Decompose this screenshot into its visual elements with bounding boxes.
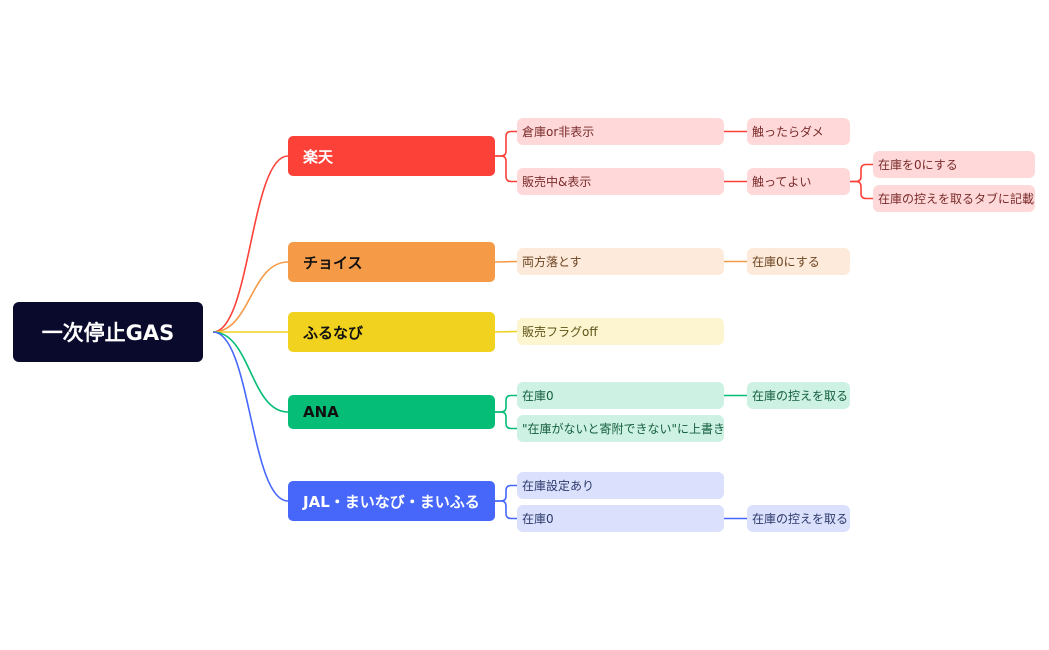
grandchild-node[interactable]: 在庫の控えを取る <box>747 382 850 409</box>
grandchild-node[interactable]: 触ったらダメ <box>747 118 850 145</box>
child-node[interactable]: 両方落とす <box>517 248 724 275</box>
great-grandchild-node[interactable]: 在庫を0にする <box>873 151 1035 178</box>
connector-line <box>495 484 517 502</box>
great-grandchild-node[interactable]: 在庫の控えを取るタブに記載 <box>873 185 1035 212</box>
child-node[interactable]: 倉庫or非表示 <box>517 118 724 145</box>
connector-line <box>495 155 517 183</box>
child-node[interactable]: 販売中&表示 <box>517 168 724 195</box>
branch-node[interactable]: 楽天 <box>288 136 495 176</box>
connector-line <box>495 411 517 430</box>
connector-line <box>850 163 873 183</box>
connector-line <box>850 180 873 200</box>
grandchild-node[interactable]: 触ってよい <box>747 168 850 195</box>
child-node[interactable]: 在庫設定あり <box>517 472 724 499</box>
connector-line <box>212 331 289 502</box>
grandchild-node[interactable]: 在庫0にする <box>747 248 850 275</box>
connector-line <box>495 394 517 413</box>
grandchild-node[interactable]: 在庫の控えを取る <box>747 505 850 532</box>
connector-line <box>212 155 289 333</box>
child-node[interactable]: 販売フラグoff <box>517 318 724 345</box>
child-node[interactable]: 在庫0 <box>517 382 724 409</box>
child-node[interactable]: 在庫0 <box>517 505 724 532</box>
connector-line <box>212 331 289 413</box>
connector-line <box>495 500 517 520</box>
connector-line <box>212 261 289 333</box>
branch-node[interactable]: JAL・まいなび・まいふる <box>288 481 495 521</box>
branch-node[interactable]: チョイス <box>288 242 495 282</box>
branch-node[interactable]: ANA <box>288 395 495 429</box>
connector-line <box>494 260 518 263</box>
branch-node[interactable]: ふるなび <box>288 312 495 352</box>
connector-line <box>494 330 518 333</box>
child-node[interactable]: "在庫がないと寄附できない"に上書き <box>517 415 724 442</box>
root-node[interactable]: 一次停止GAS <box>13 302 203 362</box>
connector-line <box>495 130 517 157</box>
